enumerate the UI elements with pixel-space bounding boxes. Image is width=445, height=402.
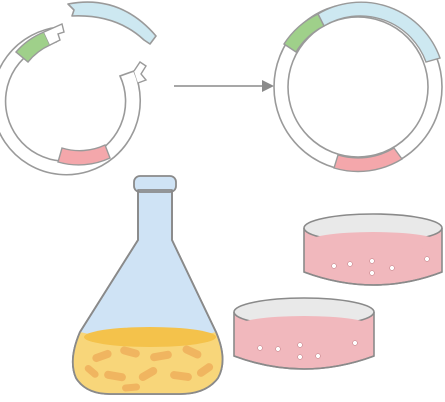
dish-bottom-edge (303, 271, 443, 286)
bacterium (104, 370, 126, 382)
bacterial-colonies (331, 256, 430, 276)
erlenmeyer-flask-icon (71, 175, 224, 395)
plasmid-inner-ring (287, 16, 429, 158)
flask-outline (71, 189, 224, 395)
green-marker-segment (283, 13, 325, 53)
colony (389, 265, 395, 271)
pink-marker-segment (57, 144, 111, 166)
colony (424, 256, 430, 262)
cut-end-right (133, 61, 148, 84)
bacterium (92, 349, 112, 363)
colony (331, 263, 337, 269)
insert-segment (317, 1, 441, 63)
bacterium (170, 371, 192, 381)
colony (352, 340, 358, 346)
colony (369, 270, 375, 276)
colony (347, 261, 353, 267)
bacterium (182, 345, 202, 359)
broth-surface (84, 327, 216, 347)
flask-rim (133, 175, 177, 193)
open-plasmid-icon (0, 23, 148, 176)
bacterium (150, 350, 172, 362)
colony (275, 346, 281, 352)
agar-surface (237, 316, 371, 336)
colony (297, 354, 303, 360)
dish-bottom-edge (233, 355, 375, 370)
colony (315, 353, 321, 359)
bacterium (196, 363, 214, 377)
petri-dish-icon (233, 297, 375, 370)
pink-marker-segment (333, 147, 404, 173)
recombinant-plasmid-icon (273, 1, 443, 173)
bacterial-colonies (257, 340, 358, 360)
dna-insert-icon (67, 1, 157, 45)
agar-surface (307, 232, 439, 252)
bacterium (84, 364, 99, 378)
bacterium (120, 346, 140, 358)
cut-end-top (43, 23, 65, 46)
bacterium (138, 367, 158, 381)
bacterium (122, 383, 141, 392)
colony (369, 258, 375, 264)
colony (257, 345, 263, 351)
petri-dish-icon (303, 213, 443, 286)
colony (297, 342, 303, 348)
right-arrow-icon (174, 80, 274, 92)
bacteria-cells (84, 345, 214, 392)
